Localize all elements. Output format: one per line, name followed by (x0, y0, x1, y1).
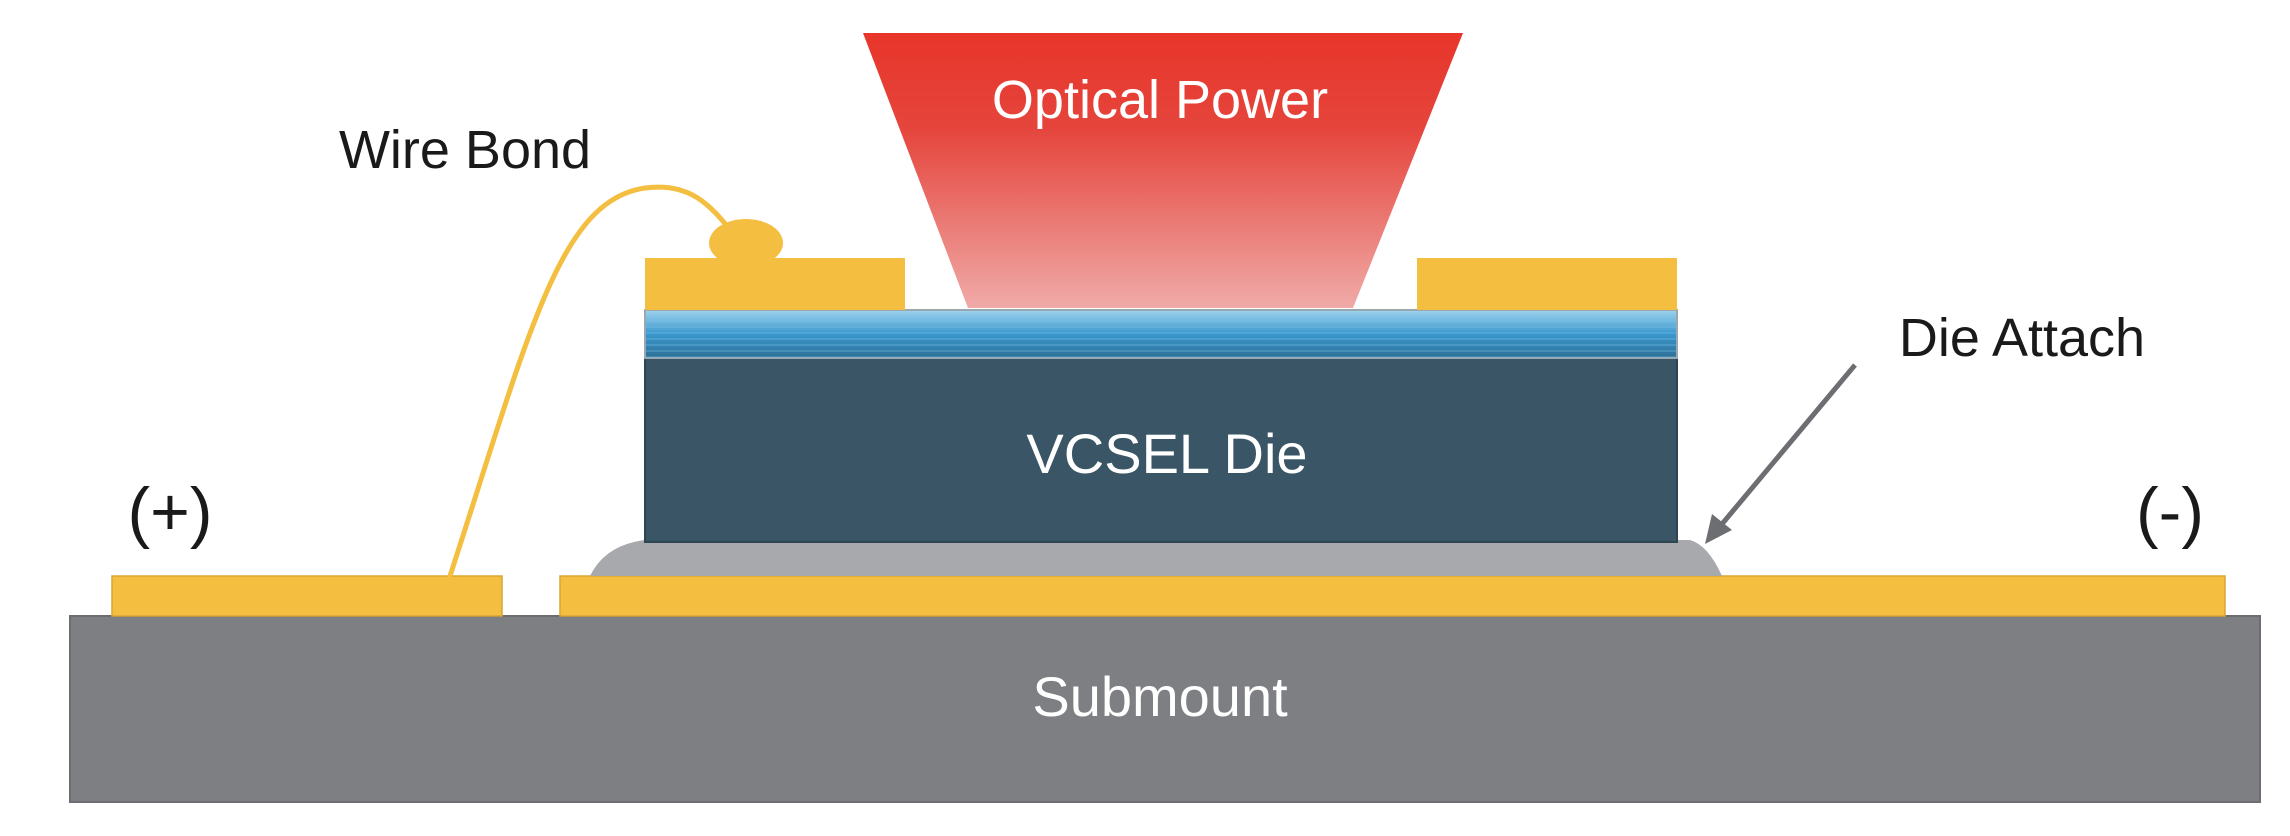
epitaxial-layer-lines (645, 310, 1677, 358)
positive-terminal-label: (+) (128, 474, 213, 550)
die-attach-arrow-head (1705, 514, 1732, 544)
submount-label: Submount (1032, 665, 1288, 728)
optical-power-beam (863, 33, 1463, 308)
negative-contact-trace (559, 575, 2226, 617)
negative-terminal-label: (-) (2136, 474, 2204, 550)
vcsel-die-body (644, 355, 1678, 543)
wire-bond-wire (447, 184, 735, 579)
die-attach-label: Die Attach (1899, 308, 2145, 368)
wire-bond-ball (709, 219, 783, 267)
submount-block (69, 615, 2261, 803)
wire-bond-label: Wire Bond (339, 120, 591, 180)
optical-power-label: Optical Power (992, 70, 1328, 130)
top-contact-pad-right (1417, 258, 1677, 310)
vcsel-die-label: VCSEL Die (1026, 422, 1307, 485)
die-attach-layer (590, 540, 1722, 576)
positive-contact-pad (111, 575, 503, 617)
die-attach-arrow-line (1720, 363, 1857, 526)
top-contact-pad-left (645, 258, 905, 310)
